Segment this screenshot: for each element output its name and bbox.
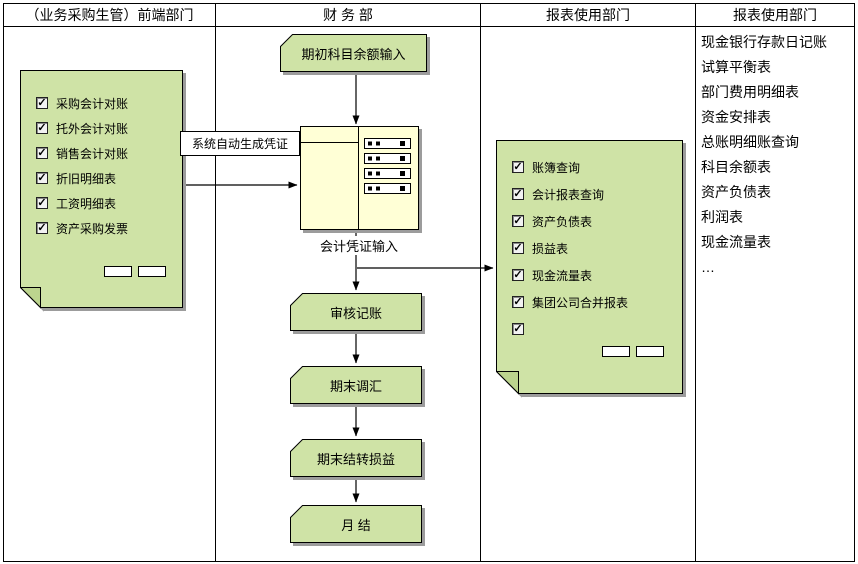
voucher-form-shape — [300, 126, 419, 230]
checkbox-icon[interactable]: ✓ — [512, 296, 524, 308]
checklist-item: 现金流量表 — [532, 268, 593, 283]
report-list-item: 资金安排表 — [701, 109, 771, 125]
checkbox-icon[interactable]: ✓ — [512, 188, 524, 200]
checkbox-icon[interactable]: ✓ — [36, 172, 48, 184]
doc-footer-box — [104, 266, 132, 277]
checklist-row: ✓ 采购会计对账 — [36, 96, 129, 111]
card-shape — [290, 439, 422, 477]
lane-header-report-users-2: 报表使用部门 — [695, 3, 855, 27]
checklist-item: 会计报表查询 — [532, 187, 605, 202]
checklist-row: ✓ 工资明细表 — [36, 196, 117, 211]
card-shape — [280, 34, 427, 72]
checklist-row: ✓ 账簿查询 — [512, 160, 581, 175]
card-label: 月 结 — [341, 517, 371, 533]
doc-footer-box — [636, 346, 664, 357]
lane-divider — [480, 26, 481, 562]
card-shape — [290, 366, 422, 404]
checkbox-icon[interactable]: ✓ — [512, 215, 524, 227]
lane-divider — [215, 26, 216, 562]
checkbox-icon[interactable]: ✓ — [36, 122, 48, 134]
report-list-item: 资产负债表 — [701, 184, 771, 200]
report-list-item: 利润表 — [701, 209, 743, 225]
report-list-item: 部门费用明细表 — [701, 84, 799, 100]
checkbox-icon[interactable]: ✓ — [36, 147, 48, 159]
report-list-item: 现金银行存款日记账 — [701, 34, 827, 50]
checklist-item: 损益表 — [532, 241, 569, 256]
lane-header-finance: 财 务 部 — [215, 3, 481, 27]
report-list-item: 现金流量表 — [701, 234, 771, 250]
document-shape — [496, 140, 683, 395]
report-list-item: 试算平衡表 — [701, 59, 771, 75]
checklist-row: ✓ 现金流量表 — [512, 268, 593, 283]
checkbox-icon[interactable]: ✓ — [36, 222, 48, 234]
checklist-row: ✓ — [512, 322, 524, 336]
report-list-item: 总账明细账查询 — [701, 134, 799, 150]
checkbox-icon[interactable]: ✓ — [512, 323, 524, 335]
checklist-item: 资产采购发票 — [56, 221, 129, 236]
report-list-item: … — [701, 259, 715, 275]
report-document: ✓ 账簿查询 ✓ 会计报表查询 ✓ 资产负债表 ✓ 损益表 ✓ 现金流量表 ✓ 集团公司合并… — [496, 140, 689, 400]
checklist-item: 采购会计对账 — [56, 96, 129, 111]
lane-header-front-departments: （业务采购生管）前端部门 — [3, 3, 216, 27]
card-label: 期初科目余额输入 — [301, 46, 406, 62]
checklist-item: 集团公司合并报表 — [532, 295, 629, 310]
checklist-row: ✓ 折旧明细表 — [36, 171, 117, 186]
checklist-row: ✓ 会计报表查询 — [512, 187, 605, 202]
checklist-row: ✓ 集团公司合并报表 — [512, 295, 629, 310]
doc-footer-box — [602, 346, 630, 357]
source-document: ✓ 采购会计对账 ✓ 托外会计对账 ✓ 销售会计对账 ✓ 折旧明细表 ✓ 工资明细表 ✓ 资… — [20, 70, 190, 314]
card-label: 审核记账 — [329, 305, 382, 321]
checkbox-icon[interactable]: ✓ — [512, 242, 524, 254]
checklist-row: ✓ 损益表 — [512, 241, 569, 256]
report-list-item: 科目余额表 — [701, 159, 771, 175]
checklist-item: 托外会计对账 — [56, 121, 129, 136]
checklist-item: 工资明细表 — [56, 196, 117, 211]
doc-footer-box — [138, 266, 166, 277]
auto-generate-voucher-label: 系统自动生成凭证 — [180, 131, 300, 156]
checklist-row: ✓ 销售会计对账 — [36, 146, 129, 161]
checklist-item: 资产负债表 — [532, 214, 593, 229]
report-name-list: 现金银行存款日记账 试算平衡表 部门费用明细表 资金安排表 总账明细账查询 科目… — [701, 30, 853, 280]
card-label: 期末结转损益 — [316, 451, 395, 467]
checkbox-icon[interactable]: ✓ — [512, 161, 524, 173]
card-shape — [290, 293, 422, 331]
lane-header-report-users-1: 报表使用部门 — [480, 3, 696, 27]
card-shape — [290, 505, 422, 543]
checklist-item: 折旧明细表 — [56, 171, 117, 186]
checklist-item: 账簿查询 — [532, 160, 581, 175]
checkbox-icon[interactable]: ✓ — [512, 269, 524, 281]
checklist-row: ✓ 资产负债表 — [512, 214, 593, 229]
lane-divider — [695, 26, 696, 562]
checklist-row: ✓ 托外会计对账 — [36, 121, 129, 136]
card-label: 期末调汇 — [329, 378, 382, 394]
voucher-entry-caption: 会计凭证输入 — [296, 236, 422, 255]
checkbox-icon[interactable]: ✓ — [36, 197, 48, 209]
document-shape — [20, 70, 183, 309]
checklist-item: 销售会计对账 — [56, 146, 129, 161]
checklist-row: ✓ 资产采购发票 — [36, 221, 129, 236]
checkbox-icon[interactable]: ✓ — [36, 97, 48, 109]
